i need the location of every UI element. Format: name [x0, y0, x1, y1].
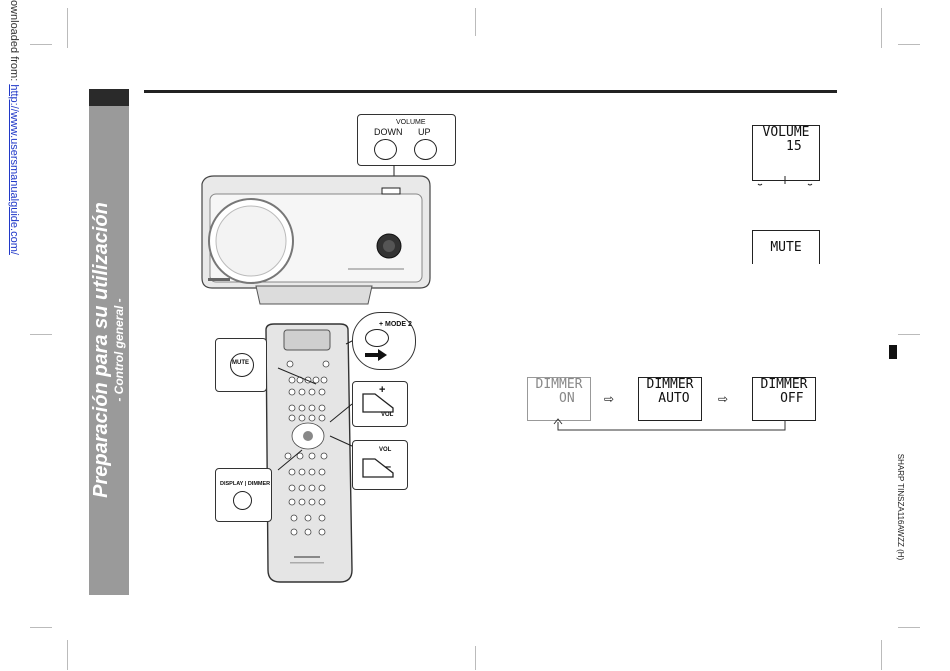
volume-up-button[interactable]: [414, 139, 437, 160]
section-subtitle: - Control general -: [112, 110, 126, 590]
vol-down-label: VOL: [379, 447, 391, 453]
document-code: SHARP TINSZA116AWZZ (H): [891, 407, 905, 607]
arrow-right-icon: [365, 349, 387, 361]
remote-display-dimmer-callout: DISPLAY | DIMMER: [215, 468, 272, 522]
vol-up-label: VOL: [381, 412, 393, 418]
dimmer-auto-display: DIMMER AUTO: [638, 377, 702, 421]
crop-mark: [67, 640, 68, 670]
mode-2-label: + MODE 2: [379, 321, 412, 328]
arrow-right-icon: ⇨: [604, 392, 614, 406]
download-prefix: Downloaded from:: [8, 0, 20, 84]
section-title: Preparación para su utilización: [90, 110, 112, 590]
volume-heading: VOLUME: [396, 119, 426, 126]
crop-mark: [881, 640, 882, 670]
main-unit-illustration: [198, 160, 434, 310]
mute-button[interactable]: MUTE: [230, 353, 254, 377]
mute-display: MUTE: [752, 230, 820, 264]
download-link[interactable]: http://www.usersmanualguide.com/: [8, 84, 20, 255]
remote-mute-callout: MUTE: [215, 338, 267, 392]
remote-mode-callout: + MODE 2: [352, 312, 416, 370]
vol-up-plus: +: [379, 384, 385, 396]
crop-mark: [67, 8, 68, 48]
page-edge-marker: [889, 345, 897, 359]
crop-mark: [898, 44, 920, 45]
dimmer-on-display: DIMMER ON: [527, 377, 591, 421]
remote-vol-down-callout: VOL –: [352, 440, 408, 490]
volume-down-button[interactable]: [374, 139, 397, 160]
vol-down-minus: –: [385, 461, 391, 473]
volume-display-marker: [754, 176, 816, 188]
crop-mark: [898, 627, 920, 628]
section-tab-marker: [89, 89, 129, 106]
crop-mark: [475, 646, 476, 670]
volume-display: VOLUME 15: [752, 125, 820, 181]
section-tab-label: Preparación para su utilización - Contro…: [90, 110, 130, 590]
mode-button[interactable]: [365, 329, 389, 347]
arrow-right-icon: ⇨: [718, 392, 728, 406]
unit-volume-callout: VOLUME DOWN UP: [357, 114, 456, 166]
remote-vol-up-callout: + VOL: [352, 381, 408, 427]
crop-mark: [30, 44, 52, 45]
display-dimmer-label: DISPLAY | DIMMER: [220, 481, 270, 487]
crop-mark: [475, 8, 476, 36]
volume-down-label: DOWN: [374, 127, 403, 137]
crop-mark: [30, 627, 52, 628]
vol-up-button[interactable]: [361, 392, 395, 414]
dimmer-off-display: DIMMER OFF: [752, 377, 816, 421]
volume-up-label: UP: [418, 127, 431, 137]
crop-mark: [881, 8, 882, 48]
crop-mark: [30, 334, 52, 335]
mute-button-label: MUTE: [232, 360, 249, 366]
display-dimmer-button[interactable]: [233, 491, 252, 510]
crop-mark: [898, 334, 920, 335]
download-source-note: Downloaded from: http://www.usersmanualg…: [4, 0, 20, 272]
dimmer-cycle-return-arrow: [550, 418, 790, 434]
header-rule: [144, 90, 837, 93]
